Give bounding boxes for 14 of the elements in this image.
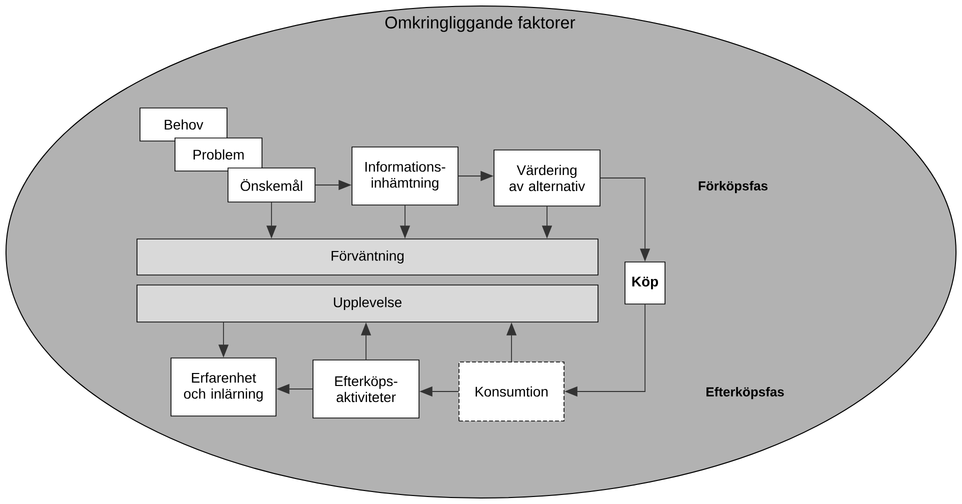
phase-label: Förköpsfas xyxy=(698,180,768,194)
band: Förväntning xyxy=(136,238,598,276)
process-box: Behov xyxy=(140,108,228,142)
phase-label: Efterköpsfas xyxy=(706,386,784,400)
process-box: Önskemål xyxy=(228,168,316,202)
process-box: Konsumtion xyxy=(458,362,564,422)
process-box: Informations- inhämtning xyxy=(352,146,458,206)
process-box: Värdering av alternativ xyxy=(494,150,600,206)
process-box: Efterköps- aktiviteter xyxy=(312,360,420,418)
heading: Omkringliggande faktorer xyxy=(385,16,576,32)
band: Upplevelse xyxy=(136,284,598,322)
process-box: Problem xyxy=(174,138,262,172)
process-box: Erfarenhet och inlärning xyxy=(170,358,276,416)
process-box: Köp xyxy=(624,262,666,304)
